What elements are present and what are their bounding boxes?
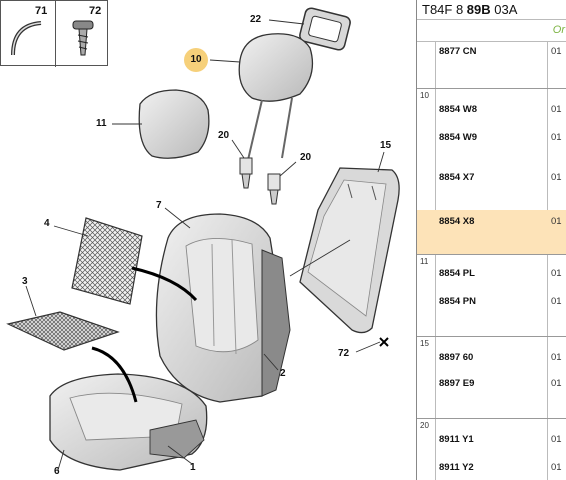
part-qty: 01 <box>551 172 562 183</box>
part-label-7[interactable]: 7 <box>156 200 162 211</box>
part-label-20a[interactable]: 20 <box>218 130 230 141</box>
part-row[interactable]: 8897 E9 01 <box>417 372 566 418</box>
part-qty: 01 <box>551 46 562 57</box>
mesh-pad-4 <box>71 217 143 305</box>
part-label-15[interactable]: 15 <box>380 140 392 151</box>
group-separator <box>417 418 566 419</box>
part-row[interactable]: 8911 Y2 01 <box>417 458 566 480</box>
headrest-guides-20 <box>239 157 281 205</box>
part-label-20b[interactable]: 20 <box>300 152 312 163</box>
part-row[interactable]: 8854 PL 01 <box>417 262 566 292</box>
part-qty: 01 <box>551 268 562 279</box>
grid-line-right <box>547 42 548 480</box>
part-label-22[interactable]: 22 <box>250 14 262 25</box>
part-row[interactable]: 8854 X7 01 <box>417 162 566 210</box>
headrest-10 <box>238 33 314 161</box>
mesh-pad-3 <box>6 311 120 351</box>
callout-divider <box>55 1 56 67</box>
part-label-72[interactable]: 72 <box>338 348 350 359</box>
part-ref: 8897 60 <box>439 352 474 363</box>
part-ref: 8854 X7 <box>439 172 475 183</box>
part-row[interactable]: 8877 CN 01 <box>417 42 566 88</box>
group-separator <box>417 336 566 337</box>
part-label-1[interactable]: 1 <box>190 462 196 473</box>
panel-subheader: Or <box>417 20 566 42</box>
part-qty: 01 <box>551 352 562 363</box>
part-qty: 01 <box>551 296 562 307</box>
part-ref: 8854 PN <box>439 296 476 307</box>
part-qty: 01 <box>551 434 562 445</box>
part-qty: 01 <box>551 216 562 227</box>
part-ref: 8897 E9 <box>439 378 475 389</box>
screw-icon <box>72 20 94 56</box>
group-separator <box>417 88 566 89</box>
part-qty: 01 <box>551 462 562 473</box>
header-bold: 89B <box>466 2 491 17</box>
part-label-6[interactable]: 6 <box>54 466 60 477</box>
part-ref: 8911 Y1 <box>439 434 474 445</box>
grid-line-left <box>435 42 436 480</box>
part-label-3[interactable]: 3 <box>22 276 28 287</box>
part-label-11[interactable]: 11 <box>96 118 107 129</box>
part-row[interactable]: 8854 W8 01 <box>417 98 566 126</box>
header-suffix: 03A <box>490 2 518 17</box>
part-qty: 01 <box>551 132 562 143</box>
part-ref: 8854 X8 <box>439 216 475 227</box>
exploded-seat-diagram: 71 72 22 10 11 20 20 15 7 4 3 2 72 1 6 <box>0 0 400 477</box>
part-row-selected[interactable]: 8854 X8 01 <box>417 210 566 254</box>
callout-72-number: 72 <box>89 5 102 17</box>
group-number: 20 <box>420 421 429 430</box>
part-row[interactable]: 8854 W9 01 <box>417 126 566 162</box>
part-ref: 8854 PL <box>439 268 475 279</box>
parts-list-panel: T84F 8 89B 03A Or 8877 CN 01 10 8854 W8 … <box>416 0 566 480</box>
part-ref: 8854 W8 <box>439 104 478 115</box>
headrest-frame-22 <box>299 7 351 51</box>
part-qty: 01 <box>551 104 562 115</box>
diagram-drawing <box>6 7 400 471</box>
part-label-4[interactable]: 4 <box>44 218 50 229</box>
fastener-callouts: 71 72 <box>0 0 108 67</box>
headrest-11 <box>138 89 210 159</box>
part-ref: 8911 Y2 <box>439 462 474 473</box>
leader-lines <box>25 19 385 471</box>
part-ref: 8877 CN <box>439 46 477 57</box>
header-prefix: T84F 8 <box>422 2 467 17</box>
clip-icon <box>11 21 42 56</box>
seat-cushion-1 <box>49 373 208 471</box>
group-number: 15 <box>420 339 429 348</box>
group-separator <box>417 254 566 255</box>
group-number: 10 <box>420 91 429 100</box>
part-ref: 8854 W9 <box>439 132 478 143</box>
callout-71-number: 71 <box>35 5 48 17</box>
panel-header: T84F 8 89B 03A <box>417 0 566 20</box>
part-label-10[interactable]: 10 <box>184 48 208 72</box>
part-row[interactable]: 8854 PN 01 <box>417 292 566 336</box>
back-panel-15 <box>299 167 400 334</box>
part-row[interactable]: 8897 60 01 <box>417 346 566 372</box>
part-label-2[interactable]: 2 <box>280 368 286 379</box>
seat-back-7 <box>155 213 291 403</box>
part-qty: 01 <box>551 378 562 389</box>
subheader-label: Or <box>552 24 565 36</box>
part-row[interactable]: 8911 Y1 01 <box>417 428 566 458</box>
group-number: 11 <box>420 257 429 266</box>
